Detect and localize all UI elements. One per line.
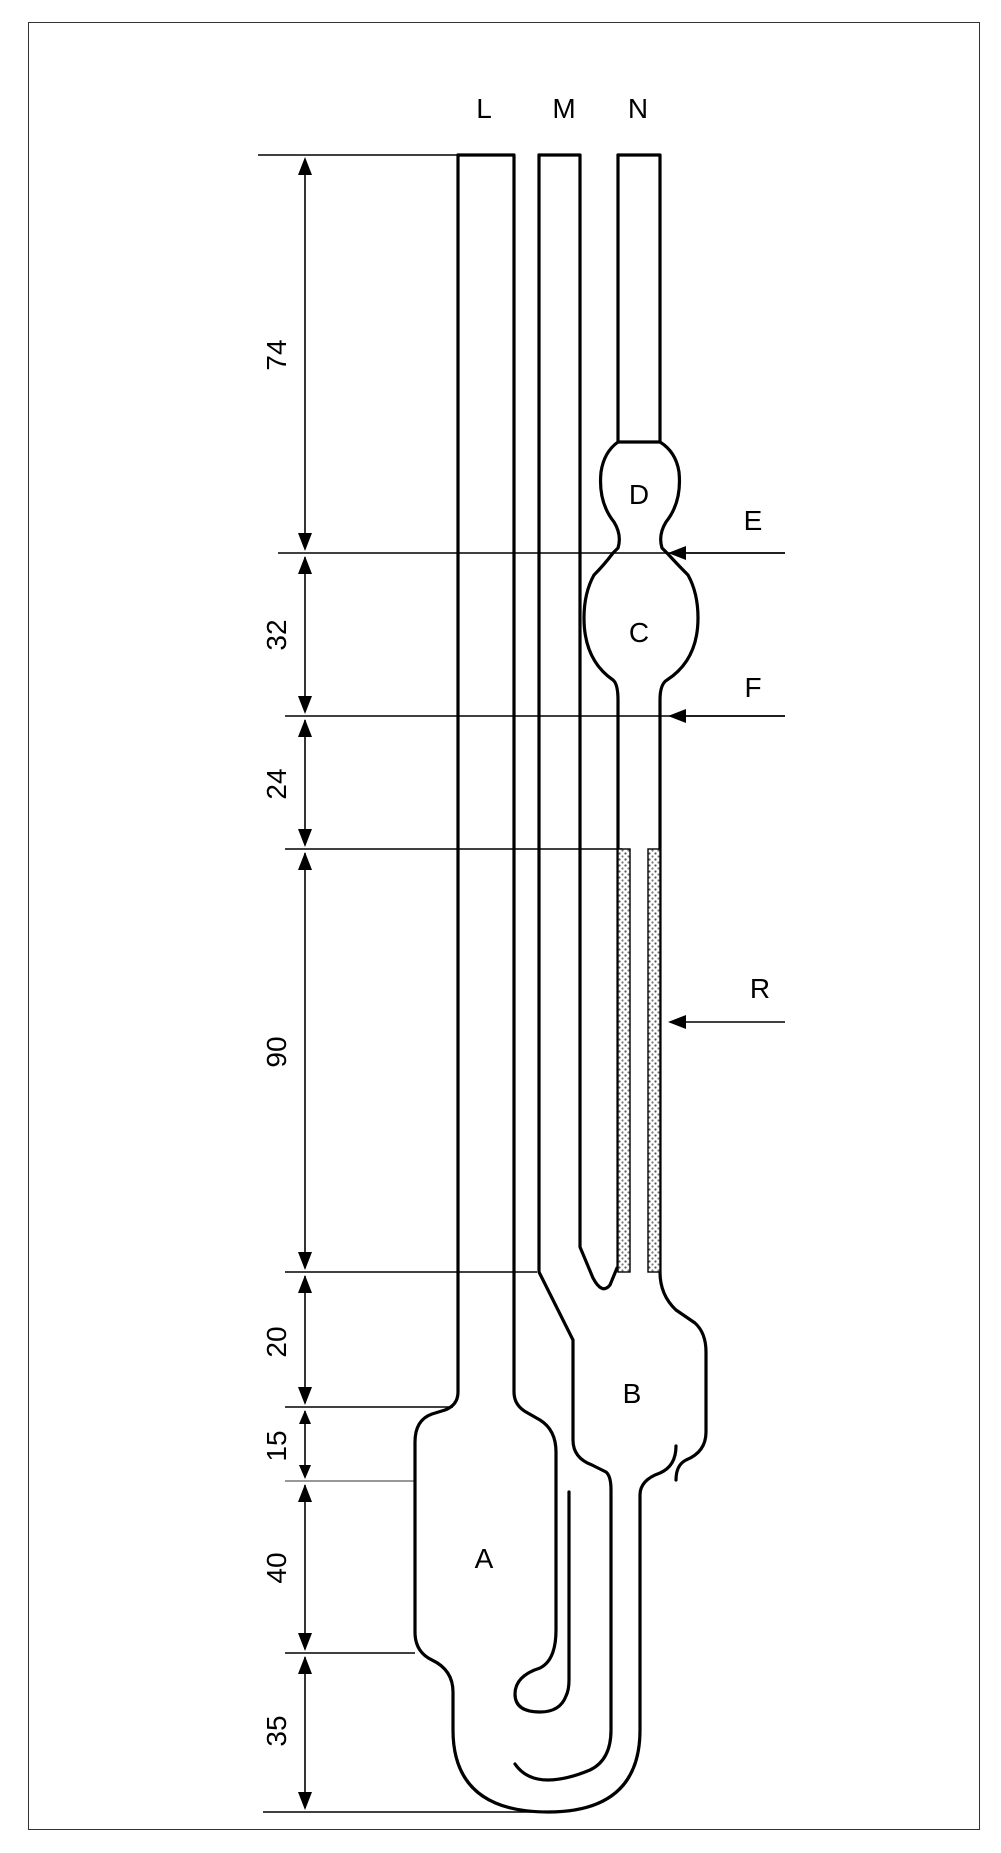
capillary-right-wall xyxy=(647,848,661,1273)
bulb-label-c: C xyxy=(629,617,649,648)
dim-40: 40 xyxy=(261,1552,292,1583)
dim-32: 32 xyxy=(261,619,292,650)
dim-35: 35 xyxy=(261,1715,292,1746)
mark-label-r: R xyxy=(750,973,770,1004)
capillary-left-wall xyxy=(617,848,631,1273)
mark-label-e: E xyxy=(744,505,763,536)
tube-m-outer-wall xyxy=(513,153,613,1782)
dim-90: 90 xyxy=(261,1036,292,1067)
bulb-label-a: A xyxy=(475,1543,494,1574)
dim-20: 20 xyxy=(261,1326,292,1357)
dimension-arrows xyxy=(298,157,312,1810)
dim-24: 24 xyxy=(261,768,292,799)
arrowhead-r xyxy=(668,1015,686,1029)
arrowhead-f xyxy=(668,709,686,723)
tube-m-inner-wall xyxy=(537,153,619,1291)
tube-label-l: L xyxy=(476,93,492,124)
tube-l-outer-wall xyxy=(413,153,678,1814)
tube-label-n: N xyxy=(628,93,648,124)
diagram-frame xyxy=(28,22,980,1830)
dim-15: 15 xyxy=(261,1430,292,1461)
dim-74: 74 xyxy=(261,339,292,370)
tube-label-m: M xyxy=(552,93,575,124)
bulb-label-b: B xyxy=(623,1378,642,1409)
tube-l-inner-wall xyxy=(456,153,571,1714)
tube-n-left-wall xyxy=(582,153,621,1270)
mark-label-f: F xyxy=(744,672,761,703)
tube-n-right-wall xyxy=(616,153,708,1482)
arrowhead-e xyxy=(668,546,686,560)
bulb-label-d: D xyxy=(629,479,649,510)
